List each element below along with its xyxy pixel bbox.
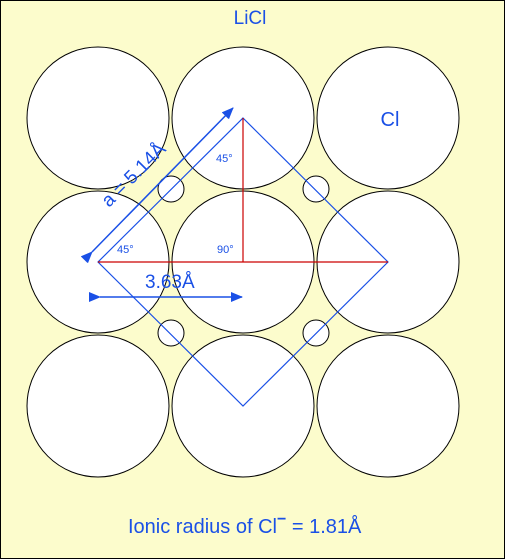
chloride-label: Cl [381, 109, 400, 131]
lithium-ion [157, 319, 185, 347]
ion-distance-label: 3.63Å [145, 272, 195, 293]
caption-suffix: = 1.81Å [286, 515, 362, 538]
chloride-ion [26, 334, 170, 478]
angle-label-left: 45° [117, 244, 134, 256]
lithium-ion [302, 175, 330, 203]
ionic-radius-caption: Ionic radius of Cl− = 1.81Å [128, 511, 362, 538]
chloride-ion [316, 46, 460, 190]
caption-charge: − [277, 511, 286, 528]
right-angle-label: 90° [217, 244, 234, 256]
lattice-arrow [80, 107, 234, 264]
caption-prefix: Ionic radius of Cl [128, 516, 277, 538]
angle-label-top: 45° [216, 153, 233, 165]
compound-title: LiCl [234, 8, 267, 29]
chloride-ion [316, 334, 460, 478]
